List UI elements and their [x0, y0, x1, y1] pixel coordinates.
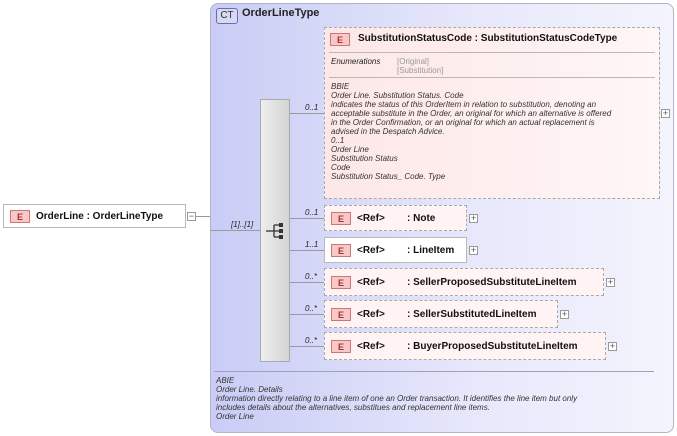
connector-seller-substituted [290, 314, 324, 315]
expand-toggle[interactable]: + [469, 245, 478, 255]
ref-label: <Ref> [357, 212, 385, 224]
element-substitution-status-code[interactable] [324, 27, 660, 199]
collapse-toggle[interactable]: − [187, 211, 196, 221]
substitution-multiplicity: 0..1 [305, 103, 319, 112]
connector-seller-proposed [290, 282, 324, 283]
seller-proposed-multiplicity: 0..* [305, 272, 318, 281]
connector-buyer-proposed [290, 346, 324, 347]
element-ref-note[interactable]: E <Ref> : Note [324, 205, 467, 231]
element-ref-seller-substituted-line-item[interactable]: E <Ref> : SellerSubstitutedLineItem [324, 300, 558, 328]
element-badge: E [331, 275, 351, 289]
separator [214, 371, 654, 372]
element-badge: E [331, 339, 351, 353]
element-badge: E [331, 307, 351, 321]
expand-toggle[interactable]: + [606, 277, 615, 287]
enum-value-substitution: [Substitution] [397, 66, 444, 75]
substitution-documentation: BBIE Order Line. Substitution Status. Co… [331, 82, 612, 181]
root-element-orderline[interactable]: E OrderLine : OrderLineType [3, 204, 186, 228]
element-ref-buyer-proposed-substitute-line-item[interactable]: E <Ref> : BuyerProposedSubstituteLineIte… [324, 332, 606, 360]
element-badge: E [10, 209, 30, 223]
note-multiplicity: 0..1 [305, 208, 319, 217]
complex-type-badge: CT [216, 8, 238, 24]
ref-label: <Ref> [357, 276, 385, 288]
connector-substitution [290, 113, 324, 114]
separator [329, 52, 655, 53]
ref-label: <Ref> [357, 244, 385, 256]
sequence-multiplicity: [1]..[1] [231, 220, 254, 229]
connector-lineitem [290, 250, 324, 251]
expand-toggle[interactable]: + [661, 108, 670, 118]
enumerations-label: Enumerations [331, 57, 381, 66]
element-ref-seller-proposed-substitute-line-item[interactable]: E <Ref> : SellerProposedSubstituteLineIt… [324, 268, 604, 296]
element-name: : SellerProposedSubstituteLineItem [407, 276, 577, 288]
sequence-icon [266, 223, 283, 239]
root-element-label: OrderLine : OrderLineType [36, 210, 164, 222]
ref-label: <Ref> [357, 308, 385, 320]
complex-type-title: OrderLineType [242, 7, 320, 19]
separator [329, 77, 655, 78]
expand-toggle[interactable]: + [560, 309, 569, 319]
expand-toggle[interactable]: + [469, 213, 478, 223]
buyer-proposed-multiplicity: 0..* [305, 336, 318, 345]
connector-note [290, 218, 324, 219]
element-name: : SellerSubstitutedLineItem [407, 308, 537, 320]
element-name: : Note [407, 212, 436, 224]
substitution-label: SubstitutionStatusCode : SubstitutionSta… [358, 33, 618, 44]
element-badge: E [331, 243, 351, 257]
connector-type-to-sequence [210, 230, 260, 231]
element-name: : LineItem [407, 244, 455, 256]
enum-value-original: [Original] [397, 57, 430, 66]
lineitem-multiplicity: 1..1 [305, 240, 319, 249]
element-name: : BuyerProposedSubstituteLineItem [407, 340, 578, 352]
element-ref-lineitem[interactable]: E <Ref> : LineItem [324, 237, 467, 263]
expand-toggle[interactable]: + [608, 341, 617, 351]
ref-label: <Ref> [357, 340, 385, 352]
element-badge: E [330, 33, 350, 46]
element-badge: E [331, 211, 351, 225]
seller-substituted-multiplicity: 0..* [305, 304, 318, 313]
connector-root-to-type [196, 216, 210, 217]
complex-type-documentation: ABIE Order Line. Details information dir… [216, 376, 578, 421]
